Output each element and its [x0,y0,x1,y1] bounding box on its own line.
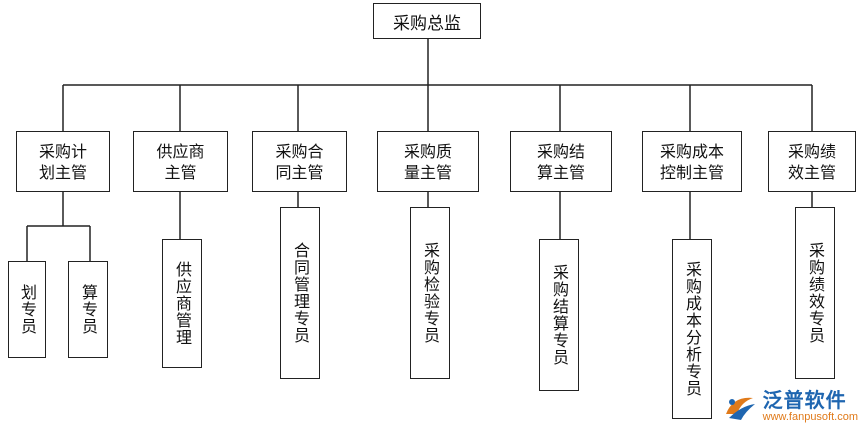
root-label: 采购总监 [393,13,461,34]
manager-label-line2: 控制主管 [659,162,724,182]
watermark-url: www.fanpusoft.com [762,411,858,423]
manager-label-line1: 采购绩 [787,141,836,161]
manager-box-plan: 采购计划主管 [16,131,110,192]
manager-label-line2: 同主管 [275,162,324,182]
staff-label: 合同管理专员 [291,242,310,344]
staff-box-settlement: 采购结算专员 [539,239,579,391]
staff-label: 算专员 [79,284,98,335]
manager-box-performance: 采购绩效主管 [768,131,856,192]
manager-label-line1: 采购计 [38,141,87,161]
staff-label: 供应商管理 [173,261,192,346]
staff-label: 采购结算专员 [550,264,569,366]
staff-box-settle-sub: 算专员 [68,261,108,358]
staff-label: 采购成本分析专员 [683,261,702,397]
staff-box-quality: 采购检验专员 [410,207,450,379]
watermark-name: 泛普软件 [762,388,847,412]
manager-box-cost: 采购成本控制主管 [642,131,742,192]
root-box: 采购总监 [373,3,481,39]
manager-label-line2: 量主管 [403,162,452,182]
manager-label-line2: 效主管 [787,162,836,182]
staff-label: 采购检验专员 [421,242,440,344]
manager-box-settlement: 采购结算主管 [510,131,612,192]
staff-box-supplier: 供应商管理 [162,239,202,368]
manager-box-contract: 采购合同主管 [252,131,347,192]
manager-label-line1: 供应商 [156,141,205,161]
manager-label-line1: 采购质 [403,141,452,161]
staff-box-plan: 划专员 [8,261,46,358]
manager-label-line2: 主管 [164,162,197,182]
manager-label-line1: 采购成本 [659,141,724,161]
manager-label-line1: 采购结 [536,141,585,161]
manager-box-quality: 采购质量主管 [377,131,479,192]
manager-label-line2: 划主管 [38,162,87,182]
staff-box-contract: 合同管理专员 [280,207,320,379]
staff-box-cost: 采购成本分析专员 [672,239,712,419]
manager-label-line1: 采购合 [275,141,324,161]
manager-box-supplier: 供应商主管 [133,131,228,192]
staff-label: 采购绩效专员 [806,242,825,344]
watermark: 泛普软件 www.fanpusoft.com [723,390,858,423]
fanpu-logo-icon [725,397,755,420]
manager-label-line2: 算主管 [536,162,585,182]
staff-label: 划专员 [18,284,37,335]
staff-box-performance: 采购绩效专员 [795,207,835,379]
